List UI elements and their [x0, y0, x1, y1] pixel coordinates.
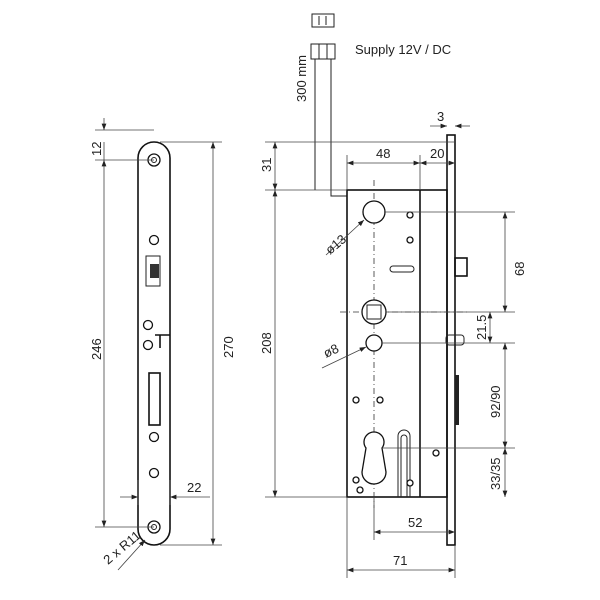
dim-21-5: 21.5	[474, 315, 489, 340]
dim-68: 68	[512, 262, 527, 276]
dim-33-35: 33/35	[488, 457, 503, 490]
connector-plug-icon	[311, 13, 335, 28]
cable	[314, 59, 347, 197]
dim-hole-13: ø13	[322, 231, 349, 257]
dim-22: 22	[187, 480, 201, 495]
dim-48: 48	[376, 146, 390, 161]
cable-length-label: 300 mm	[294, 55, 309, 102]
dim-92-90: 92/90	[488, 385, 503, 418]
faceplate-dimensions	[95, 118, 222, 571]
dim-radius: 2 x R11	[100, 528, 143, 568]
body-dimensions	[265, 123, 515, 578]
lock-body	[340, 134, 470, 546]
supply-label: Supply 12V / DC	[355, 42, 451, 57]
dim-270: 270	[221, 336, 236, 358]
faceplate-view	[137, 141, 171, 546]
dim-52: 52	[408, 515, 422, 530]
connector-socket-icon	[310, 43, 336, 60]
dim-3: 3	[437, 109, 444, 124]
dim-71: 71	[393, 553, 407, 568]
dim-12: 12	[89, 142, 104, 156]
dim-246: 246	[89, 338, 104, 360]
dim-hole-8: ø8	[321, 341, 341, 361]
dim-20: 20	[430, 146, 444, 161]
dim-31: 31	[259, 158, 274, 172]
dim-208: 208	[259, 332, 274, 354]
